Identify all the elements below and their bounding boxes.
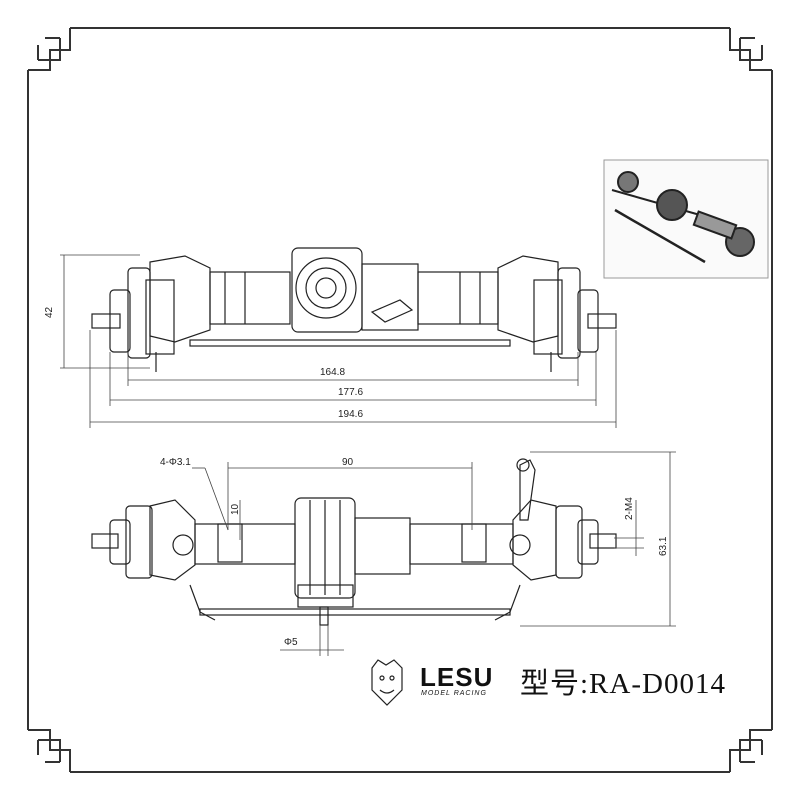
top-width-dim-3: 194.6 <box>338 409 363 420</box>
decorative-frame <box>27 27 773 773</box>
lion-logo-icon <box>371 659 403 706</box>
top-height-dim: 42 <box>44 306 55 318</box>
top-width-dim-1: 164.8 <box>320 367 345 378</box>
top-view-dimensions <box>60 254 617 428</box>
bottom-view-axle <box>91 458 617 626</box>
hole-spacing-dim: 90 <box>342 457 354 468</box>
hole-gap-dim: 10 <box>230 503 241 515</box>
shaft-diameter-dim: Φ5 <box>284 637 298 648</box>
top-view-axle <box>91 247 617 372</box>
perspective-photo <box>603 159 769 279</box>
bottom-height-dim: 63.1 <box>658 536 669 556</box>
top-width-dim-2: 177.6 <box>338 387 363 398</box>
brand-tagline: MODEL RACING <box>421 690 487 697</box>
thread-dim: 2-M4 <box>624 497 635 520</box>
model-label: 型号:RA-D0014 <box>520 668 726 700</box>
hole-count-dim: 4-Φ3.1 <box>160 457 191 468</box>
bottom-view-dimensions <box>192 451 676 656</box>
brand-name: LESU <box>420 662 494 692</box>
